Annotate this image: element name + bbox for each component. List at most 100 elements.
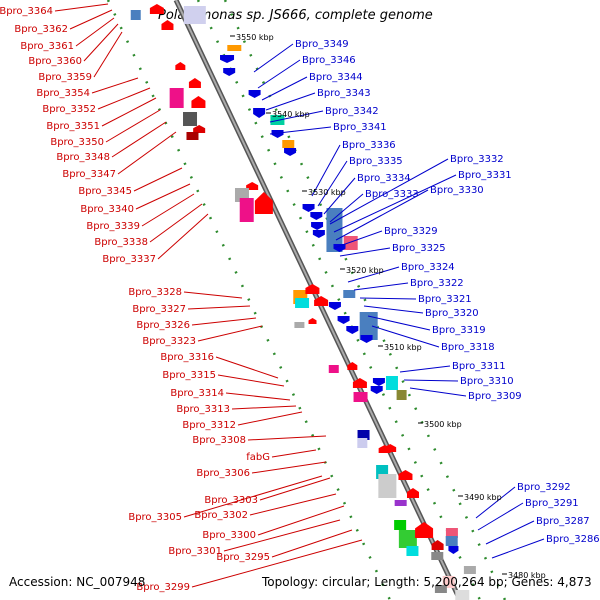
gene-label-left: Bpro_3339 <box>86 221 140 232</box>
gene-arrow-reverse <box>223 68 236 76</box>
leader-left <box>187 305 251 310</box>
gene-block <box>431 552 444 560</box>
leader-left <box>271 529 353 558</box>
gene-arrow-reverse <box>220 55 235 63</box>
gene-label-left: Bpro_3301 <box>168 546 222 557</box>
leader-right <box>485 520 535 545</box>
gene-label-left: Bpro_3354 <box>36 88 90 99</box>
leader-right <box>329 158 449 225</box>
gene-label-right: Bpro_3325 <box>392 243 446 254</box>
leader-right <box>269 126 332 135</box>
gene-block <box>130 10 141 20</box>
leader-right <box>477 502 524 531</box>
leader-right <box>359 297 417 300</box>
gene-label-right: Bpro_3321 <box>418 294 472 305</box>
gene-block <box>406 546 419 556</box>
gene-label-left: Bpro_3323 <box>142 336 196 347</box>
kbp-label: 3490 kbp <box>464 493 502 502</box>
gene-arrow-forward <box>254 192 273 214</box>
gene-label-right: Bpro_3332 <box>450 154 504 165</box>
gene-label-left: Bpro_3295 <box>216 552 270 563</box>
gene-label-right: Bpro_3343 <box>317 88 371 99</box>
gene-block <box>434 585 447 593</box>
gene-label-right: Bpro_3291 <box>525 498 579 509</box>
gene-label-left: Bpro_3306 <box>196 468 250 479</box>
gene-label-left: Bpro_3361 <box>20 41 74 52</box>
leader-left <box>141 193 195 227</box>
gene-arrow-reverse <box>360 335 373 343</box>
leader-left <box>249 493 337 516</box>
gene-label-left: Bpro_3362 <box>14 24 68 35</box>
gene-block <box>353 392 368 402</box>
leader-left <box>183 475 323 518</box>
gene-arrow-forward <box>398 470 413 480</box>
leader-right <box>339 247 391 257</box>
leader-left <box>93 31 123 78</box>
gene-label-right: Bpro_3324 <box>401 262 455 273</box>
leader-right <box>333 174 457 233</box>
leader-left <box>183 291 243 299</box>
gene-arrow-reverse <box>346 326 359 334</box>
gene-arrow-forward <box>384 444 397 452</box>
gene-block <box>295 298 310 308</box>
gene-arrow-forward <box>415 522 434 538</box>
leader-right <box>317 160 348 207</box>
gene-block <box>359 312 378 340</box>
leader-left <box>149 203 203 243</box>
leader-right <box>363 305 424 314</box>
gene-label-left: Bpro_3340 <box>80 204 134 215</box>
gene-label-left: Bpro_3351 <box>46 121 100 132</box>
leader-left <box>83 23 119 62</box>
leader-right <box>491 538 545 559</box>
leader-right <box>409 387 467 397</box>
gene-arrow-reverse <box>311 222 324 230</box>
gene-arrow-reverse <box>312 230 325 238</box>
gene-arrow-reverse <box>310 212 323 220</box>
gene-arrow-forward <box>193 125 206 133</box>
gene-block <box>328 365 339 373</box>
gene-arrow-forward <box>149 4 164 14</box>
gene-label-left: Bpro_3347 <box>62 169 116 180</box>
leader-left <box>69 9 113 30</box>
leader-right <box>261 76 308 101</box>
kbp-label: 3480 kbp <box>508 571 546 580</box>
leader-left <box>101 97 157 127</box>
gene-arrow-forward <box>314 296 329 306</box>
gene-arrow-reverse <box>248 90 261 98</box>
kbp-label: 3540 kbp <box>272 110 310 119</box>
gene-label-left: Bpro_3314 <box>170 388 224 399</box>
leader-left <box>191 317 257 326</box>
gene-label-left: Bpro_3328 <box>128 287 182 298</box>
leader-left <box>191 539 363 588</box>
gene-label-left: Bpro_3302 <box>194 510 248 521</box>
gene-label-right: Bpro_3336 <box>342 140 396 151</box>
leader-right <box>335 189 429 241</box>
gene-label-right: Bpro_3333 <box>365 189 419 200</box>
leader-right <box>323 177 356 215</box>
gene-label-right: Bpro_3319 <box>432 325 486 336</box>
gene-block <box>183 112 198 126</box>
leader-left <box>271 449 317 458</box>
gene-arrow-forward <box>352 378 367 388</box>
leader-left <box>135 183 191 210</box>
gene-label-left: Bpro_3326 <box>136 320 190 331</box>
strand-dots-inner-left <box>106 0 392 600</box>
leader-left <box>231 405 297 410</box>
gene-label-left: Bpro_3312 <box>182 420 236 431</box>
gene-label-right: Bpro_3309 <box>468 391 522 402</box>
gene-block <box>169 88 184 108</box>
gene-label-right: Bpro_3349 <box>295 39 349 50</box>
leader-left <box>197 325 263 342</box>
leader-left <box>223 519 341 552</box>
leader-left <box>251 461 327 474</box>
gene-label-left: Bpro_3305 <box>128 512 182 523</box>
leader-left <box>54 3 109 12</box>
leader-right <box>403 379 459 382</box>
leader-right <box>329 193 364 223</box>
gene-arrow-forward <box>347 362 358 370</box>
gene-arrow-reverse <box>284 148 297 156</box>
gene-label-right: Bpro_3334 <box>357 173 411 184</box>
gene-labels: Bpro_3364Bpro_3362Bpro_3361Bpro_3360Bpro… <box>0 6 600 593</box>
label-leaders <box>54 3 545 588</box>
